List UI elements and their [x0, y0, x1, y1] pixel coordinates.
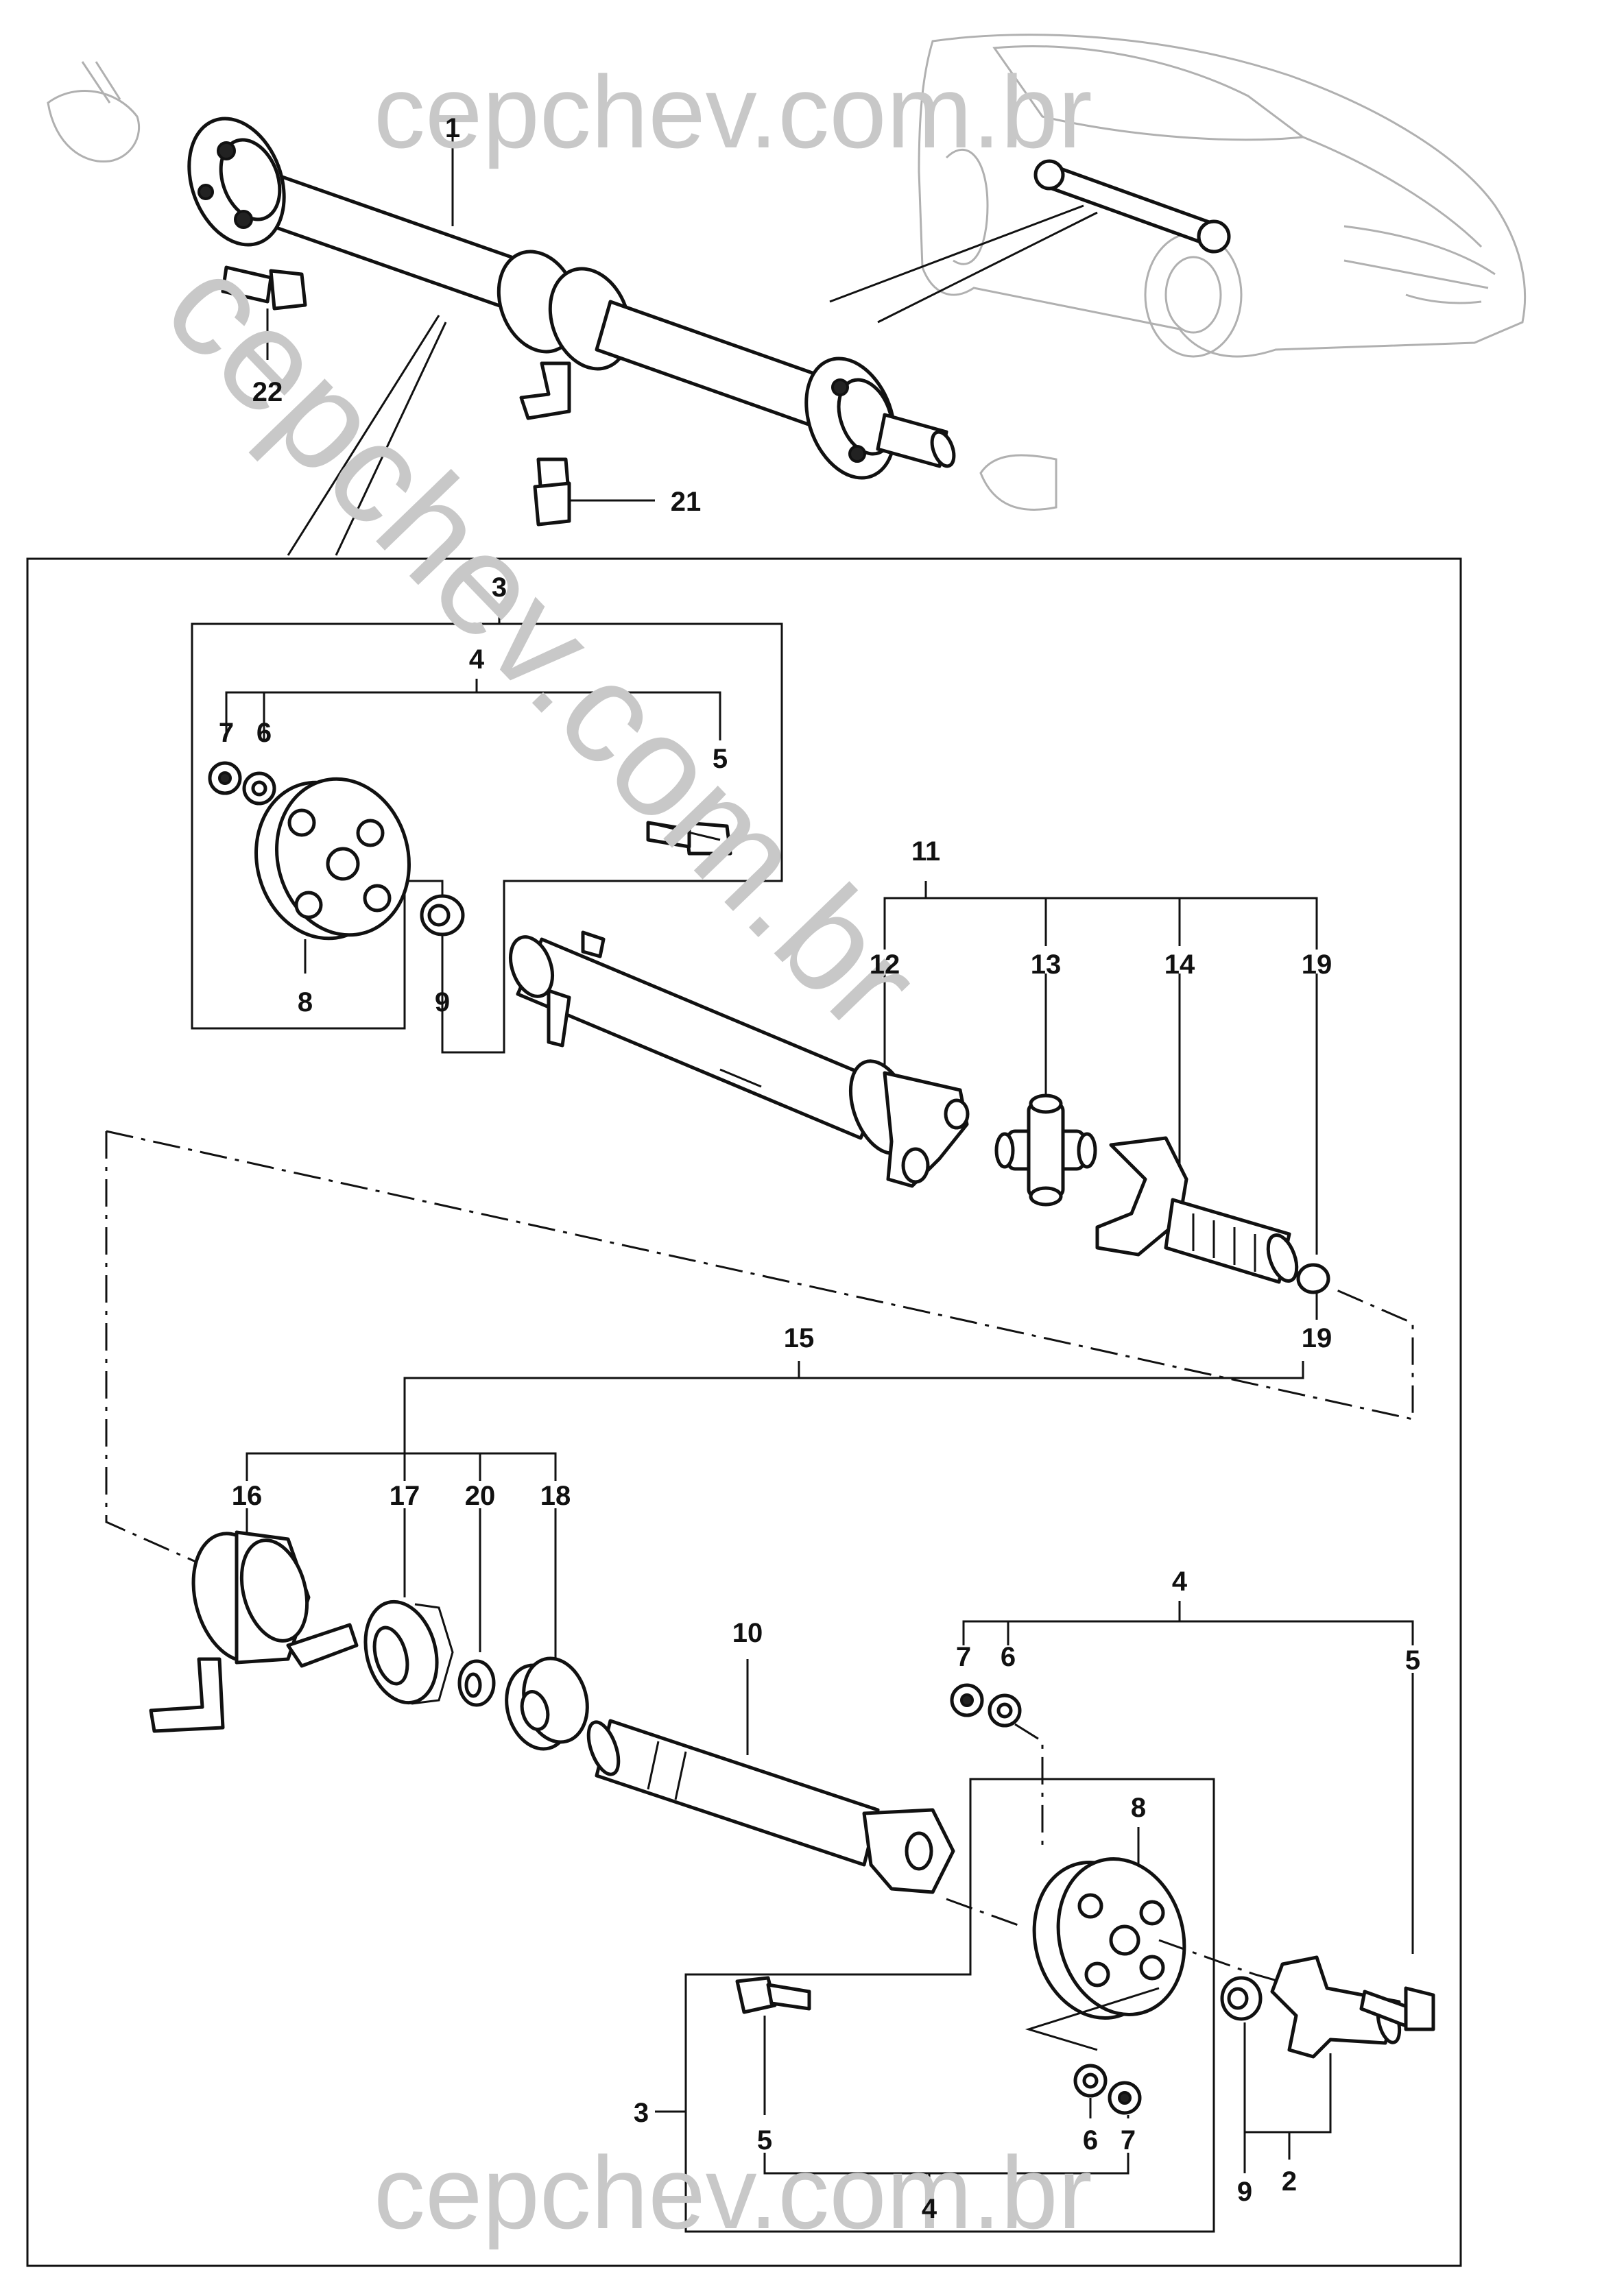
part-5-bolt: [735, 1976, 811, 2014]
callout-16: 16: [232, 1481, 263, 1511]
part-7-nut: [208, 761, 242, 795]
watermark-bottom: cepchev.com.br: [374, 2135, 1092, 2250]
callout-17: 17: [390, 1481, 420, 1511]
part-9-bushing: [420, 894, 465, 936]
part-19-ring: [1296, 1263, 1330, 1294]
callout-15: 15: [784, 1323, 815, 1353]
vehicle-outline: [918, 34, 1527, 358]
gear-lever-icon: [47, 61, 141, 163]
callout-20: 20: [465, 1481, 496, 1511]
part-16-center-bearing-support: [149, 1530, 359, 1733]
part-5-bolt: [646, 821, 732, 856]
callout-7b: 7: [956, 1642, 971, 1672]
callout-5: 5: [713, 744, 728, 774]
group-3b-box: [684, 1778, 1215, 2233]
callout-6c: 6: [1083, 2125, 1098, 2155]
callout-6: 6: [256, 718, 272, 748]
callout-14: 14: [1164, 950, 1195, 980]
leader-9b: [1243, 2022, 1332, 2173]
part-11-front-shaft: [509, 930, 887, 1140]
bracket-4b: [962, 1620, 1414, 1645]
part-18-dust-shield: [505, 1656, 589, 1751]
part-12-yoke: [848, 1059, 970, 1188]
callout-22: 22: [252, 377, 283, 407]
bracket-4c: [763, 2153, 1129, 2175]
coupling-lines: [1025, 1987, 1160, 2051]
callout-1: 1: [445, 113, 460, 143]
part-20-nut: [457, 1659, 496, 1707]
callout-19b: 19: [1302, 1323, 1332, 1353]
vehicle-shaft-location: [829, 159, 1231, 324]
detail-link-line: [335, 322, 447, 556]
part-8-flex-coupling: [1032, 1857, 1186, 2020]
part-14-slip-yoke: [1095, 1136, 1299, 1284]
callout-8b: 8: [1131, 1793, 1146, 1823]
part-21-bolt: [533, 457, 571, 527]
callout-9b: 9: [1237, 2177, 1252, 2207]
part-5-bolt: [1359, 1986, 1435, 2031]
part-6-washer: [988, 1693, 1022, 1728]
part-1-propeller-shaft-assembly: [187, 117, 956, 480]
callout-3: 3: [492, 572, 507, 603]
assembly-path-nut: [1014, 1723, 1044, 1851]
callout-12: 12: [870, 950, 900, 980]
callout-13: 13: [1031, 950, 1062, 980]
part-10-rear-shaft: [586, 1719, 955, 1894]
callout-5c: 5: [757, 2125, 772, 2155]
part-17-bearing: [363, 1599, 454, 1705]
assembly-path-left: [105, 1131, 200, 1564]
callout-labels: 1 22 21 3 4 7 6 5 8 9 11 12 13 14 19 19 …: [219, 113, 1420, 2224]
callout-7c: 7: [1121, 2125, 1136, 2155]
part-6-washer: [242, 771, 276, 806]
part-9-bushing: [1220, 1976, 1263, 2021]
callout-6b: 6: [1001, 1642, 1016, 1672]
bracket-15b: [246, 1452, 557, 1481]
rear-axle-stub-icon: [979, 454, 1057, 511]
callout-3b: 3: [634, 2098, 649, 2128]
callout-8: 8: [298, 987, 313, 1017]
callout-5b: 5: [1405, 1645, 1420, 1676]
callout-18: 18: [540, 1481, 571, 1511]
callout-4: 4: [469, 644, 485, 675]
callout-2: 2: [1282, 2166, 1297, 2197]
callout-10: 10: [732, 1618, 763, 1648]
watermark-top: cepchev.com.br: [374, 54, 1092, 169]
callout-4b: 4: [1172, 1567, 1188, 1597]
part-7-nut: [1108, 2081, 1142, 2115]
callout-11: 11: [911, 836, 940, 867]
part-22-bolt: [221, 265, 307, 311]
callout-7: 7: [219, 718, 234, 748]
assembly-path-right: [106, 1130, 1414, 1421]
detail-frame: [26, 557, 1462, 2267]
callout-21: 21: [671, 487, 702, 517]
bracket-4: [225, 691, 721, 740]
callout-9: 9: [435, 987, 450, 1017]
callout-4c: 4: [922, 2194, 937, 2224]
callout-19: 19: [1302, 950, 1332, 980]
assembly-path-coupling: [946, 1898, 1365, 2007]
bracket-15: [403, 1361, 1304, 1453]
detail-link-line: [287, 315, 440, 556]
part-13-universal-joint: [994, 1093, 1097, 1207]
group-3-box: [191, 623, 783, 1054]
part-7-nut: [950, 1683, 984, 1717]
part-6-washer: [1073, 2064, 1108, 2098]
part-8-flex-coupling: [254, 777, 411, 941]
bracket-11: [883, 897, 1318, 950]
